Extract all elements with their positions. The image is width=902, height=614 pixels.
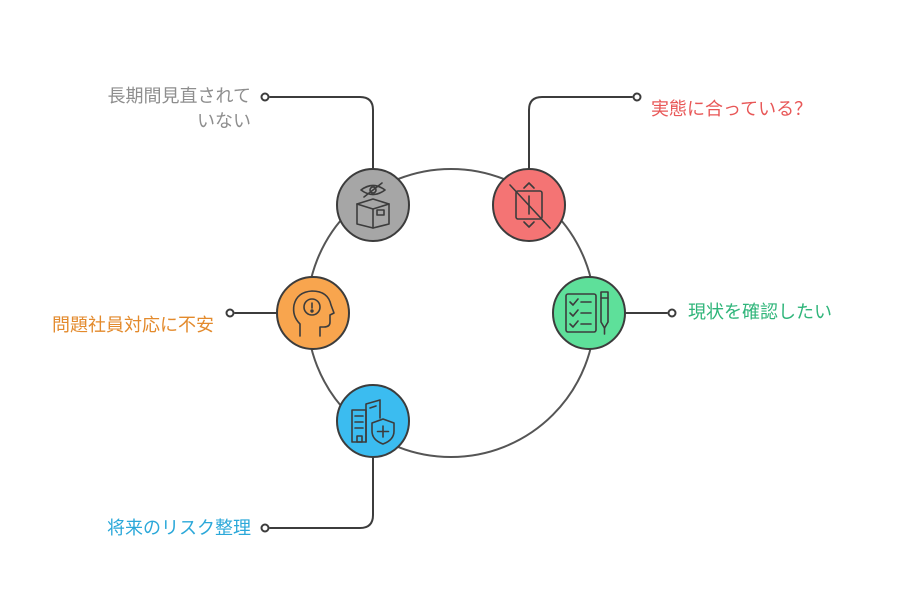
checklist-pen-icon bbox=[565, 291, 609, 335]
label-check-status: 現状を確認したい bbox=[688, 300, 832, 325]
label-long-unreviewed-line-1: 長期間見直されて bbox=[107, 86, 251, 107]
label-future-risk: 将来のリスク整理 bbox=[107, 516, 251, 541]
eye-book-icon bbox=[356, 182, 390, 229]
node-future-risk bbox=[336, 384, 410, 458]
connector-check-status bbox=[624, 308, 677, 318]
label-fit-reality: 実態に合っている？ bbox=[651, 97, 812, 122]
building-shield-icon bbox=[351, 399, 395, 445]
connector-problem-employee bbox=[225, 308, 278, 318]
label-long-unreviewed-line-2: いない bbox=[197, 111, 251, 132]
connector-long-unreviewed bbox=[260, 92, 374, 169]
node-problem-employee bbox=[276, 276, 350, 350]
node-long-unreviewed bbox=[336, 168, 410, 242]
node-fit-reality bbox=[492, 168, 566, 242]
label-long-unreviewed: 長期間見直されて いない bbox=[108, 84, 251, 134]
label-fit-reality-line-1: 実態に合っている？ bbox=[651, 99, 813, 120]
connector-future-risk bbox=[260, 457, 374, 533]
label-problem-employee-line-1: 問題社員対応に不安 bbox=[52, 315, 214, 336]
connector-fit-reality bbox=[528, 92, 642, 169]
no-resize-icon bbox=[509, 182, 551, 229]
label-future-risk-line-1: 将来のリスク整理 bbox=[107, 518, 251, 539]
head-alert-icon bbox=[292, 290, 335, 337]
label-problem-employee: 問題社員対応に不安 bbox=[52, 313, 214, 338]
label-check-status-line-1: 現状を確認したい bbox=[688, 302, 832, 323]
node-check-status bbox=[552, 276, 626, 350]
